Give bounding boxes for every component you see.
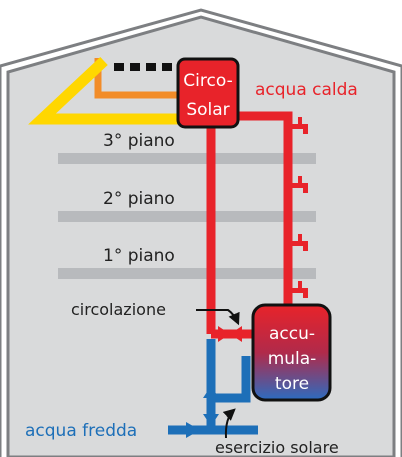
cold-supply-pipe [206,339,251,403]
storage-label-line1: accu- [269,324,315,344]
mixing-valve-icon [218,326,242,342]
circosolar-label-line1: Circo- [183,71,232,91]
floor2-label: 2° piano [103,189,175,209]
faucet-icon [291,117,308,134]
circulation-label: circolazione [71,300,166,319]
floor3-label: 3° piano [103,131,175,151]
faucet-icon [291,176,308,193]
circosolar-label-line2: Solar [186,100,229,120]
floor-slab-1 [58,268,316,279]
solar-operation-leader [222,408,236,439]
storage-label-line2: mula- [268,349,317,369]
check-valve-icon [203,386,219,426]
faucet-icon [291,281,308,298]
faucet-icon [291,234,308,251]
hot-riser-right [238,111,293,306]
circosolar-box [176,57,240,129]
cold-water-label: acqua fredda [25,421,137,441]
house-outline [0,8,402,457]
circulation-leader [196,309,240,326]
floor-slab-3 [58,153,316,164]
solar-operation-label: esercizio solare [215,438,339,457]
solar-collector [28,56,180,125]
floor1-label: 1° piano [103,246,175,266]
storage-label-line3: tore [275,374,309,394]
cold-inlet-arrow [186,422,200,438]
floor-slab-2 [58,211,316,222]
storage-tank [251,303,332,402]
hot-water-label: acqua calda [255,80,358,100]
